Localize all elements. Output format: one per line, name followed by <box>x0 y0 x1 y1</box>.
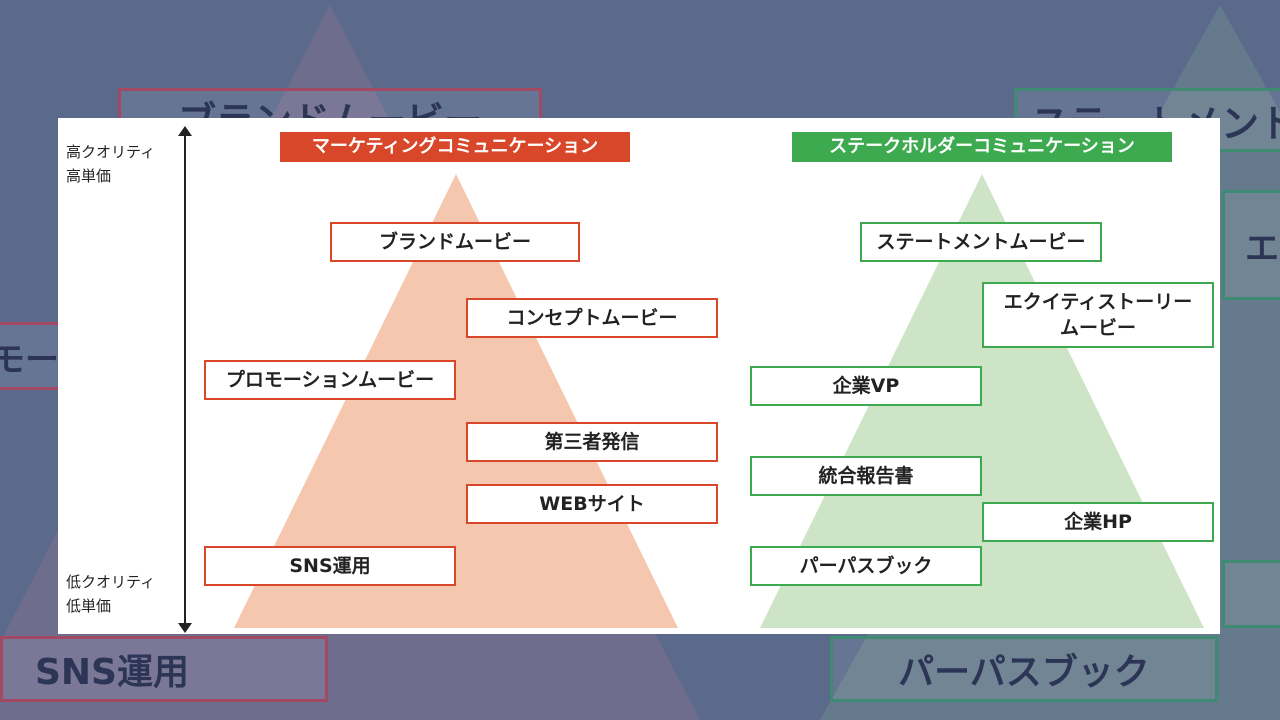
marketing-item-concept-movie: コンセプトムービー <box>466 298 718 338</box>
marketing-item-sns: SNS運用 <box>204 546 456 586</box>
background-text: SNS運用 <box>35 652 189 693</box>
stakeholder-item-integrated-report: 統合報告書 <box>750 456 982 496</box>
background-box-purpose-book: パーパスブック <box>830 636 1218 702</box>
background-text: エ <box>1245 228 1279 269</box>
marketing-header: マーケティングコミュニケーション <box>280 132 630 162</box>
stakeholder-item-purpose-book: パーパスブック <box>750 546 982 586</box>
stakeholder-item-statement-movie: ステートメントムービー <box>860 222 1102 262</box>
equity-story-line-1: エクイティストーリー <box>1003 291 1193 313</box>
marketing-item-promotion-movie: プロモーションムービー <box>204 360 456 400</box>
equity-story-line-2: ムービー <box>1059 317 1136 339</box>
marketing-item-third-party: 第三者発信 <box>466 422 718 462</box>
background-box-sns: SNS運用 <box>0 636 328 702</box>
axis-arrow-down-icon <box>178 623 192 633</box>
axis-line <box>184 130 186 630</box>
axis-low-quality: 低クオリティ <box>66 573 156 591</box>
background-text: モー <box>0 339 59 380</box>
stakeholder-item-equity-story-movie: エクイティストーリー ムービー <box>982 282 1214 348</box>
axis-high-label: 高クオリティ 高単価 <box>66 140 155 188</box>
marketing-item-brand-movie: ブランドムービー <box>330 222 580 262</box>
axis-high-price: 高単価 <box>66 167 112 185</box>
background-text: パーパスブック <box>898 652 1150 693</box>
stakeholder-header: ステークホルダーコミュニケーション <box>792 132 1172 162</box>
axis-low-label: 低クオリティ 低単価 <box>66 570 155 618</box>
marketing-item-website: WEBサイト <box>466 484 718 524</box>
diagram-card: 高クオリティ 高単価 低クオリティ 低単価 マーケティングコミュニケーション ブ… <box>58 118 1220 634</box>
axis-low-price: 低単価 <box>66 597 112 615</box>
stakeholder-item-corporate-hp: 企業HP <box>982 502 1214 542</box>
stakeholder-item-corporate-vp: 企業VP <box>750 366 982 406</box>
axis-high-quality: 高クオリティ <box>66 143 156 161</box>
background-box-right-bottom <box>1222 560 1280 628</box>
background-box-equity: エ <box>1222 190 1280 300</box>
